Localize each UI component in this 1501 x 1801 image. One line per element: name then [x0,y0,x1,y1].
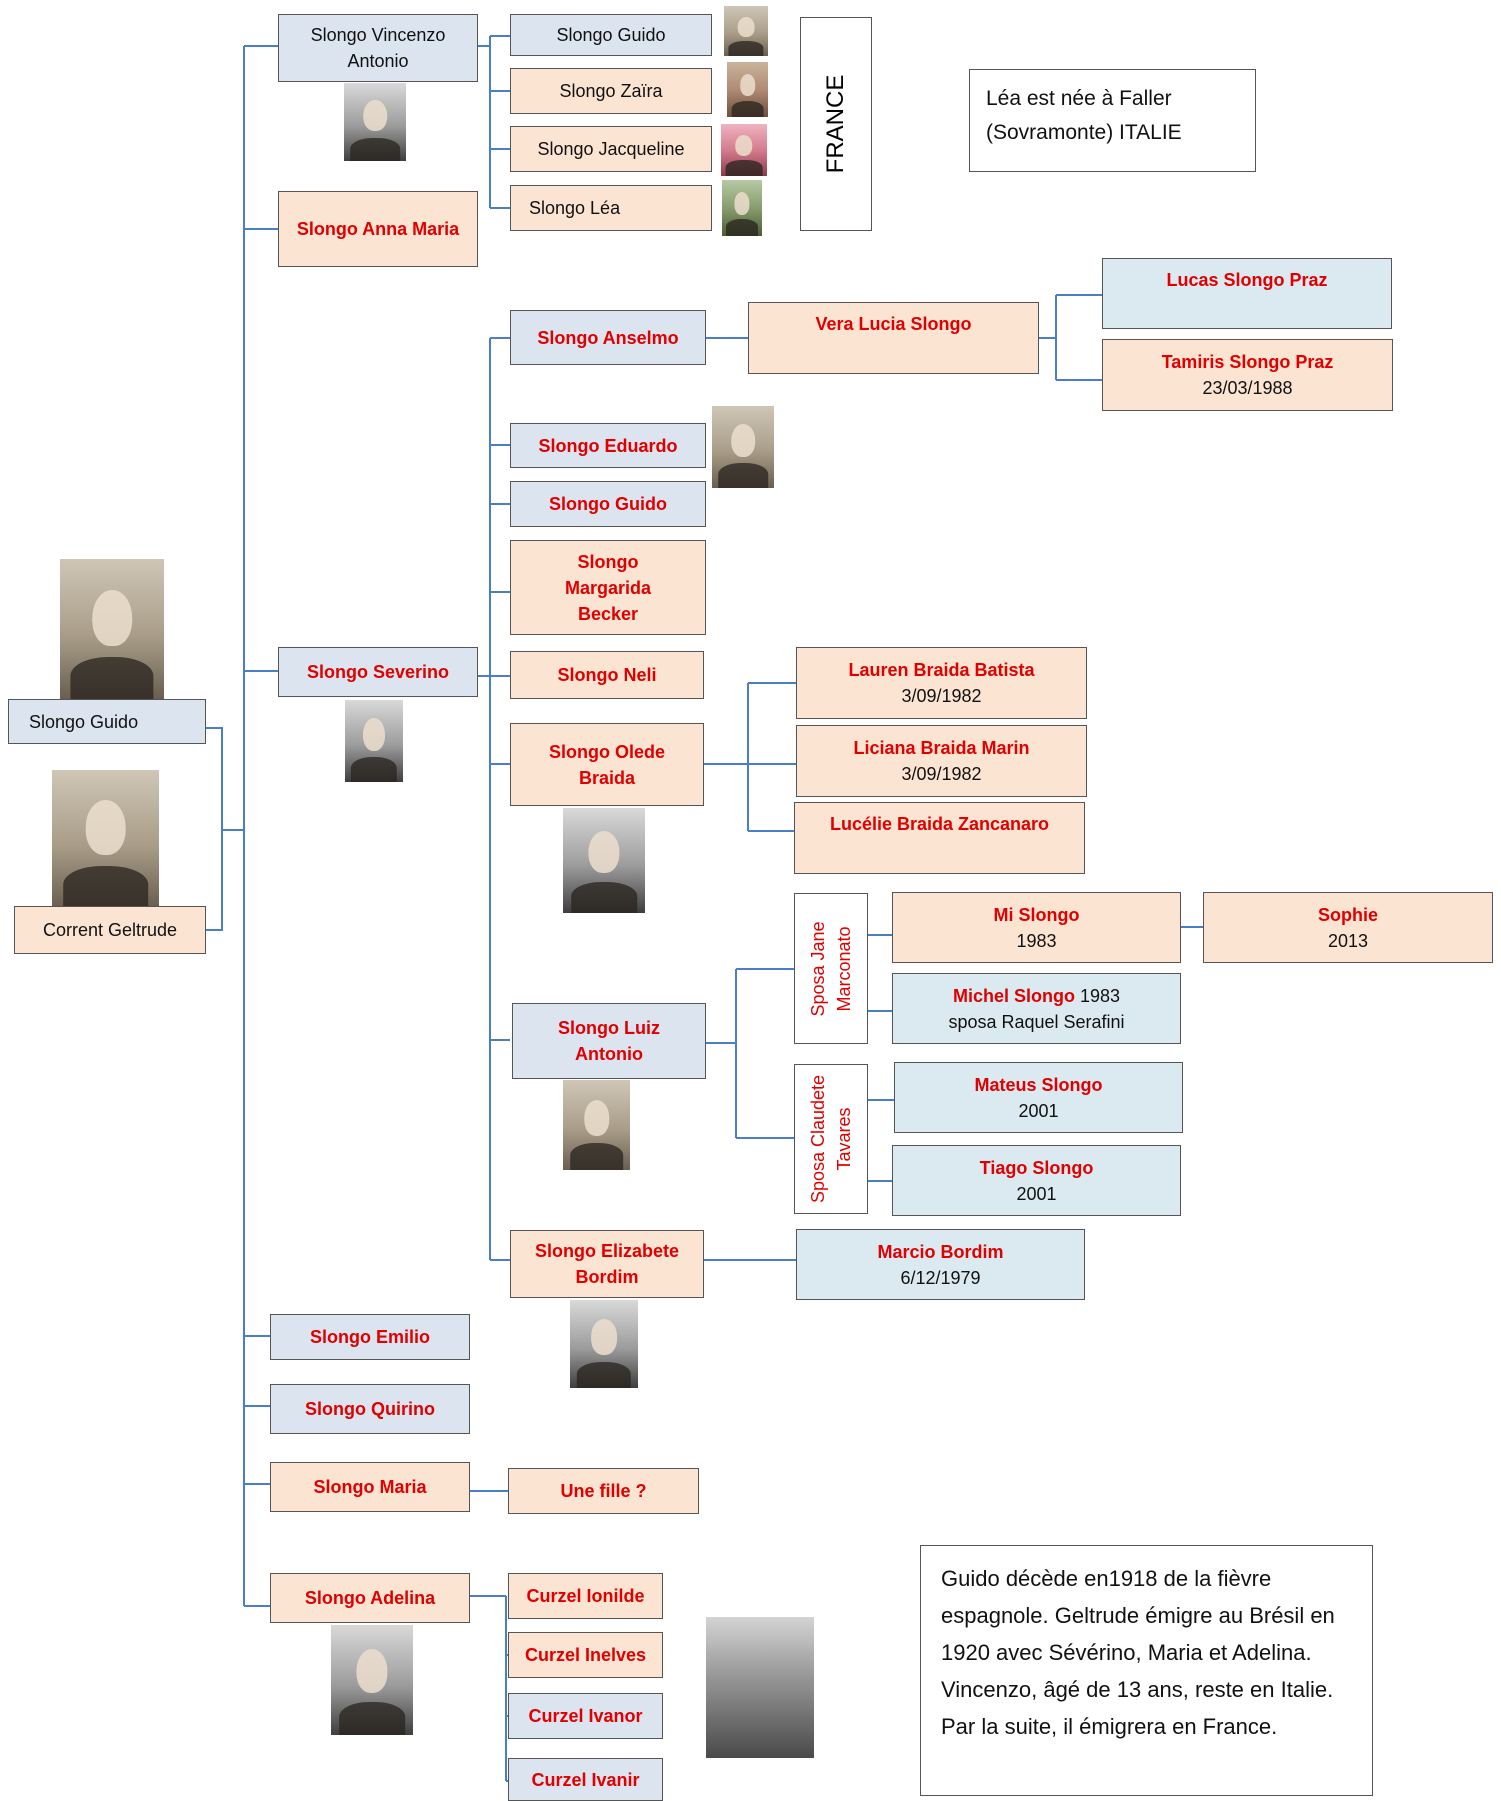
photo-geltrude [52,770,159,907]
person-slongo-guido-br: Slongo Guido [510,481,706,527]
person-curzel-ivanir: Curzel Ivanir [508,1758,663,1801]
photo-lea [722,180,762,236]
spouse-claudete-tavares: Sposa Claudete Tavares [794,1064,868,1214]
person-slongo-anselmo: Slongo Anselmo [510,310,706,365]
person-slongo-emilio: Slongo Emilio [270,1314,470,1360]
person-curzel-inelves: Curzel Inelves [508,1632,663,1678]
photo-adelina [331,1625,413,1735]
person-curzel-ionilde: Curzel Ionilde [508,1573,663,1619]
photo-vincenzo [344,83,406,161]
person-slongo-margarida: Slongo Margarida Becker [510,540,706,635]
lea-birth-note: Léa est née à Faller (Sovramonte) ITALIE [969,69,1256,172]
person-lucas-slongo-praz: Lucas Slongo Praz [1102,258,1392,329]
person-slongo-neli: Slongo Neli [510,651,704,699]
person-slongo-guido-fr: Slongo Guido [510,14,712,56]
photo-jacqueline [721,124,767,176]
photo-zaira [727,62,768,117]
photo-eduardo [712,406,774,488]
person-slongo-quirino: Slongo Quirino [270,1384,470,1434]
person-slongo-adelina: Slongo Adelina [270,1573,470,1623]
spouse-jane-marconato: Sposa Jane Marconato [794,893,868,1044]
person-slongo-guido-root: Slongo Guido [8,699,206,744]
france-label: FRANCE [800,17,872,231]
photo-luiz [563,1080,630,1170]
person-slongo-olede: Slongo Olede Braida [510,723,704,806]
photo-elizabete [570,1300,638,1388]
person-slongo-elizabete: Slongo Elizabete Bordim [510,1230,704,1298]
photo-severino [345,700,403,782]
person-michel-slongo: Michel Slongo 1983 sposa Raquel Serafini [892,973,1181,1044]
person-vera-lucia-slongo: Vera Lucia Slongo [748,302,1039,374]
person-slongo-lea: Slongo Léa [510,185,712,231]
photo-curzel-family [706,1617,814,1758]
person-lucelie-braida-zancanaro: Lucélie Braida Zancanaro [794,802,1085,874]
person-une-fille: Une fille ? [508,1468,699,1514]
person-curzel-ivanor: Curzel Ivanor [508,1693,663,1739]
person-slongo-luiz-antonio: Slongo Luiz Antonio [512,1003,706,1079]
person-slongo-anna-maria: Slongo Anna Maria [278,191,478,267]
photo-guido-fr [724,6,768,56]
person-slongo-severino: Slongo Severino [278,647,478,697]
photo-olede [563,808,645,913]
person-slongo-maria: Slongo Maria [270,1462,470,1512]
person-slongo-zaira: Slongo Zaïra [510,68,712,114]
photo-guido-root [60,559,164,699]
person-corrent-geltrude: Corrent Geltrude [14,906,206,954]
person-slongo-eduardo: Slongo Eduardo [510,423,706,468]
person-slongo-jacqueline: Slongo Jacqueline [510,126,712,172]
person-slongo-vincenzo: Slongo Vincenzo Antonio [278,14,478,82]
history-note: Guido décède en1918 de la fièvre espagno… [920,1545,1373,1796]
